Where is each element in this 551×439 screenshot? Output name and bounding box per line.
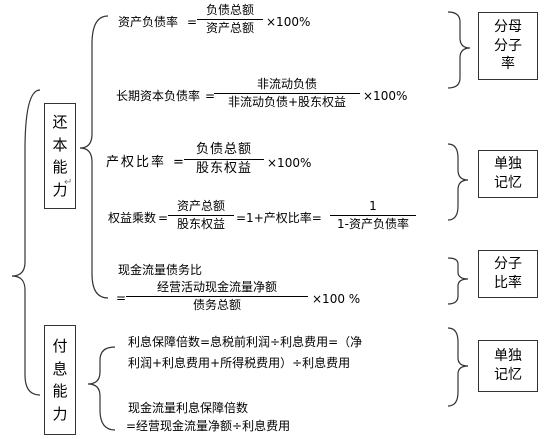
- fraction-denominator: 1-资产负债率: [337, 216, 409, 231]
- tag-brace-2: [447, 143, 469, 221]
- equity-ratio-tail: ×100%: [267, 156, 312, 170]
- fraction-numerator: 负债总额: [184, 142, 264, 160]
- tag-line: 率: [501, 56, 515, 73]
- solvency-char: 本: [52, 135, 68, 154]
- interest-char: 能: [52, 382, 68, 400]
- tag-line: 记忆: [494, 367, 522, 383]
- tag-line: 分子: [494, 256, 522, 273]
- return-mark: ↵: [64, 177, 73, 188]
- solvency-char: 还: [52, 113, 68, 131]
- tag-brace-4: [447, 327, 469, 407]
- interest-char: 息: [52, 359, 68, 378]
- fraction-denominator: 股东权益: [176, 216, 225, 231]
- cash-interest-coverage-line1: 现金流量利息保障倍数: [128, 401, 249, 415]
- tag-line: 分母: [494, 18, 522, 35]
- fraction-numerator: 非流动负债: [214, 77, 360, 94]
- asset-liability-eq: =: [187, 15, 198, 29]
- equity-multiplier-mid: =1+产权比率=: [236, 211, 322, 225]
- long-term-fraction: 非流动负债 非流动负债+股东权益: [214, 77, 360, 110]
- long-term-name: 长期资本负债率: [116, 89, 201, 103]
- tag-line: 单独: [494, 156, 522, 173]
- tag-line: 比率: [494, 275, 522, 291]
- asset-liability-name: 资产负债率: [118, 15, 179, 29]
- fraction-denominator: 债务总额: [192, 297, 241, 312]
- equity-ratio-fraction: 负债总额 股东权益: [184, 142, 264, 177]
- equity-ratio-eq: =: [173, 155, 184, 170]
- fraction-numerator: 资产总额: [168, 199, 234, 216]
- root-brace: [11, 89, 41, 396]
- fraction-numerator: 经营活动现金流量净额: [126, 280, 308, 297]
- tag-dandu-jiyi-1: 单独 记忆: [478, 150, 538, 198]
- equity-ratio-name: 产权比率: [106, 155, 167, 170]
- interest-label-box: 付 息 能 力: [44, 325, 76, 435]
- cash-flow-debt-name: 现金流量债务比: [118, 263, 203, 277]
- tag-brace-3: [447, 257, 469, 305]
- tag-fenmu-fenzi: 分母 分子 率: [478, 12, 538, 80]
- interest-char: 力: [52, 404, 68, 423]
- tag-dandu-jiyi-2: 单独 记忆: [478, 340, 538, 392]
- solvency-char: 力: [52, 180, 68, 199]
- equity-multiplier-fraction-2: 1 1-资产负债率: [330, 199, 416, 232]
- fraction-denominator: 资产总额: [205, 20, 254, 35]
- asset-liability-fraction: 负债总额 资产总额: [197, 3, 263, 36]
- interest-brace: [87, 346, 116, 431]
- cash-flow-debt-fraction: 经营活动现金流量净额 债务总额: [126, 280, 308, 313]
- tag-brace-1: [447, 11, 471, 89]
- solvency-char: 能: [52, 158, 68, 176]
- asset-liability-tail: ×100%: [266, 15, 311, 29]
- tag-fenzi-bilv: 分子 比率: [478, 250, 538, 298]
- fraction-denominator: 股东权益: [195, 160, 252, 176]
- equity-multiplier-fraction-1: 资产总额 股东权益: [168, 199, 234, 232]
- tag-line: 记忆: [494, 175, 522, 191]
- fraction-numerator: 1: [330, 199, 416, 216]
- equity-multiplier-name: 权益乘数: [108, 211, 157, 225]
- solvency-label-box: 还 本 能 力: [44, 103, 76, 209]
- long-term-eq: =: [205, 89, 216, 103]
- interest-coverage-line1: 利息保障倍数=息税前利润÷利息费用=（净: [128, 335, 363, 349]
- cash-flow-debt-tail: ×100 %: [312, 292, 361, 306]
- interest-coverage-line2: 利润+利息费用+所得税费用）÷利息费用: [128, 356, 351, 370]
- equity-multiplier-eq: =: [158, 211, 169, 225]
- solvency-brace: [79, 15, 109, 299]
- tag-line: 单独: [494, 348, 522, 365]
- fraction-numerator: 负债总额: [197, 3, 263, 20]
- cash-flow-debt-eq: =: [116, 291, 127, 305]
- cash-interest-coverage-line2: =经营现金流量净额÷利息费用: [126, 419, 291, 433]
- interest-char: 付: [52, 337, 68, 355]
- tag-line: 分子: [494, 37, 522, 54]
- long-term-tail: ×100%: [363, 89, 408, 103]
- fraction-denominator: 非流动负债+股东权益: [227, 94, 347, 109]
